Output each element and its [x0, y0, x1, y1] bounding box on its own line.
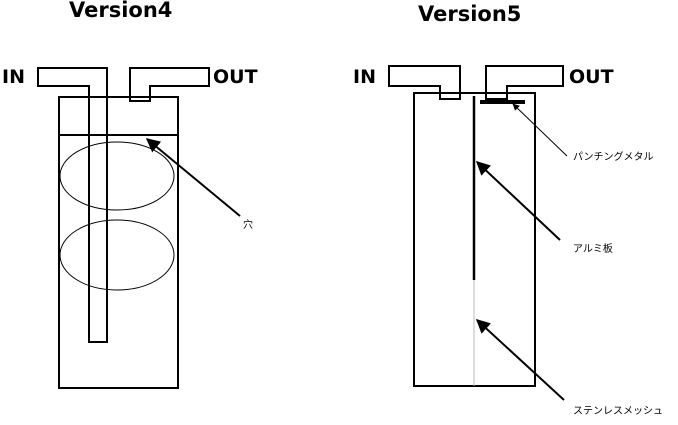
version4-out-label: OUT	[213, 66, 258, 88]
version5-out-label: OUT	[569, 66, 614, 88]
version4-in-label: IN	[2, 66, 25, 88]
version4-upper-ellipse	[59, 141, 175, 211]
version5-group: Version5 IN OUT パンチングメタル アルミ板 ステンレスメッシュ	[353, 2, 663, 417]
version4-title: Version4	[69, 0, 172, 22]
version4-out-pipe	[129, 67, 210, 102]
version4-hole-arrow	[145, 138, 241, 217]
version5-aluminum-plate-arrow	[475, 161, 561, 241]
version4-group: Version4 IN OUT 穴	[2, 0, 258, 389]
version4-vessel	[58, 96, 179, 389]
version5-punching-metal-label: パンチングメタル	[573, 150, 654, 163]
version5-stainless-mesh-label: ステンレスメッシュ	[573, 406, 663, 417]
version5-title: Version5	[418, 2, 521, 26]
version5-out-pipe	[485, 65, 564, 100]
version5-stainless-mesh-arrow	[475, 319, 565, 401]
version5-in-label: IN	[353, 66, 376, 88]
version4-hole-label: 穴	[243, 218, 253, 231]
version5-in-pipe	[388, 65, 461, 100]
version4-in-pipe	[37, 67, 108, 343]
version5-punching-metal-arrow	[512, 103, 568, 157]
version4-lower-ellipse	[59, 219, 175, 291]
version5-aluminum-plate-label: アルミ板	[573, 242, 613, 255]
